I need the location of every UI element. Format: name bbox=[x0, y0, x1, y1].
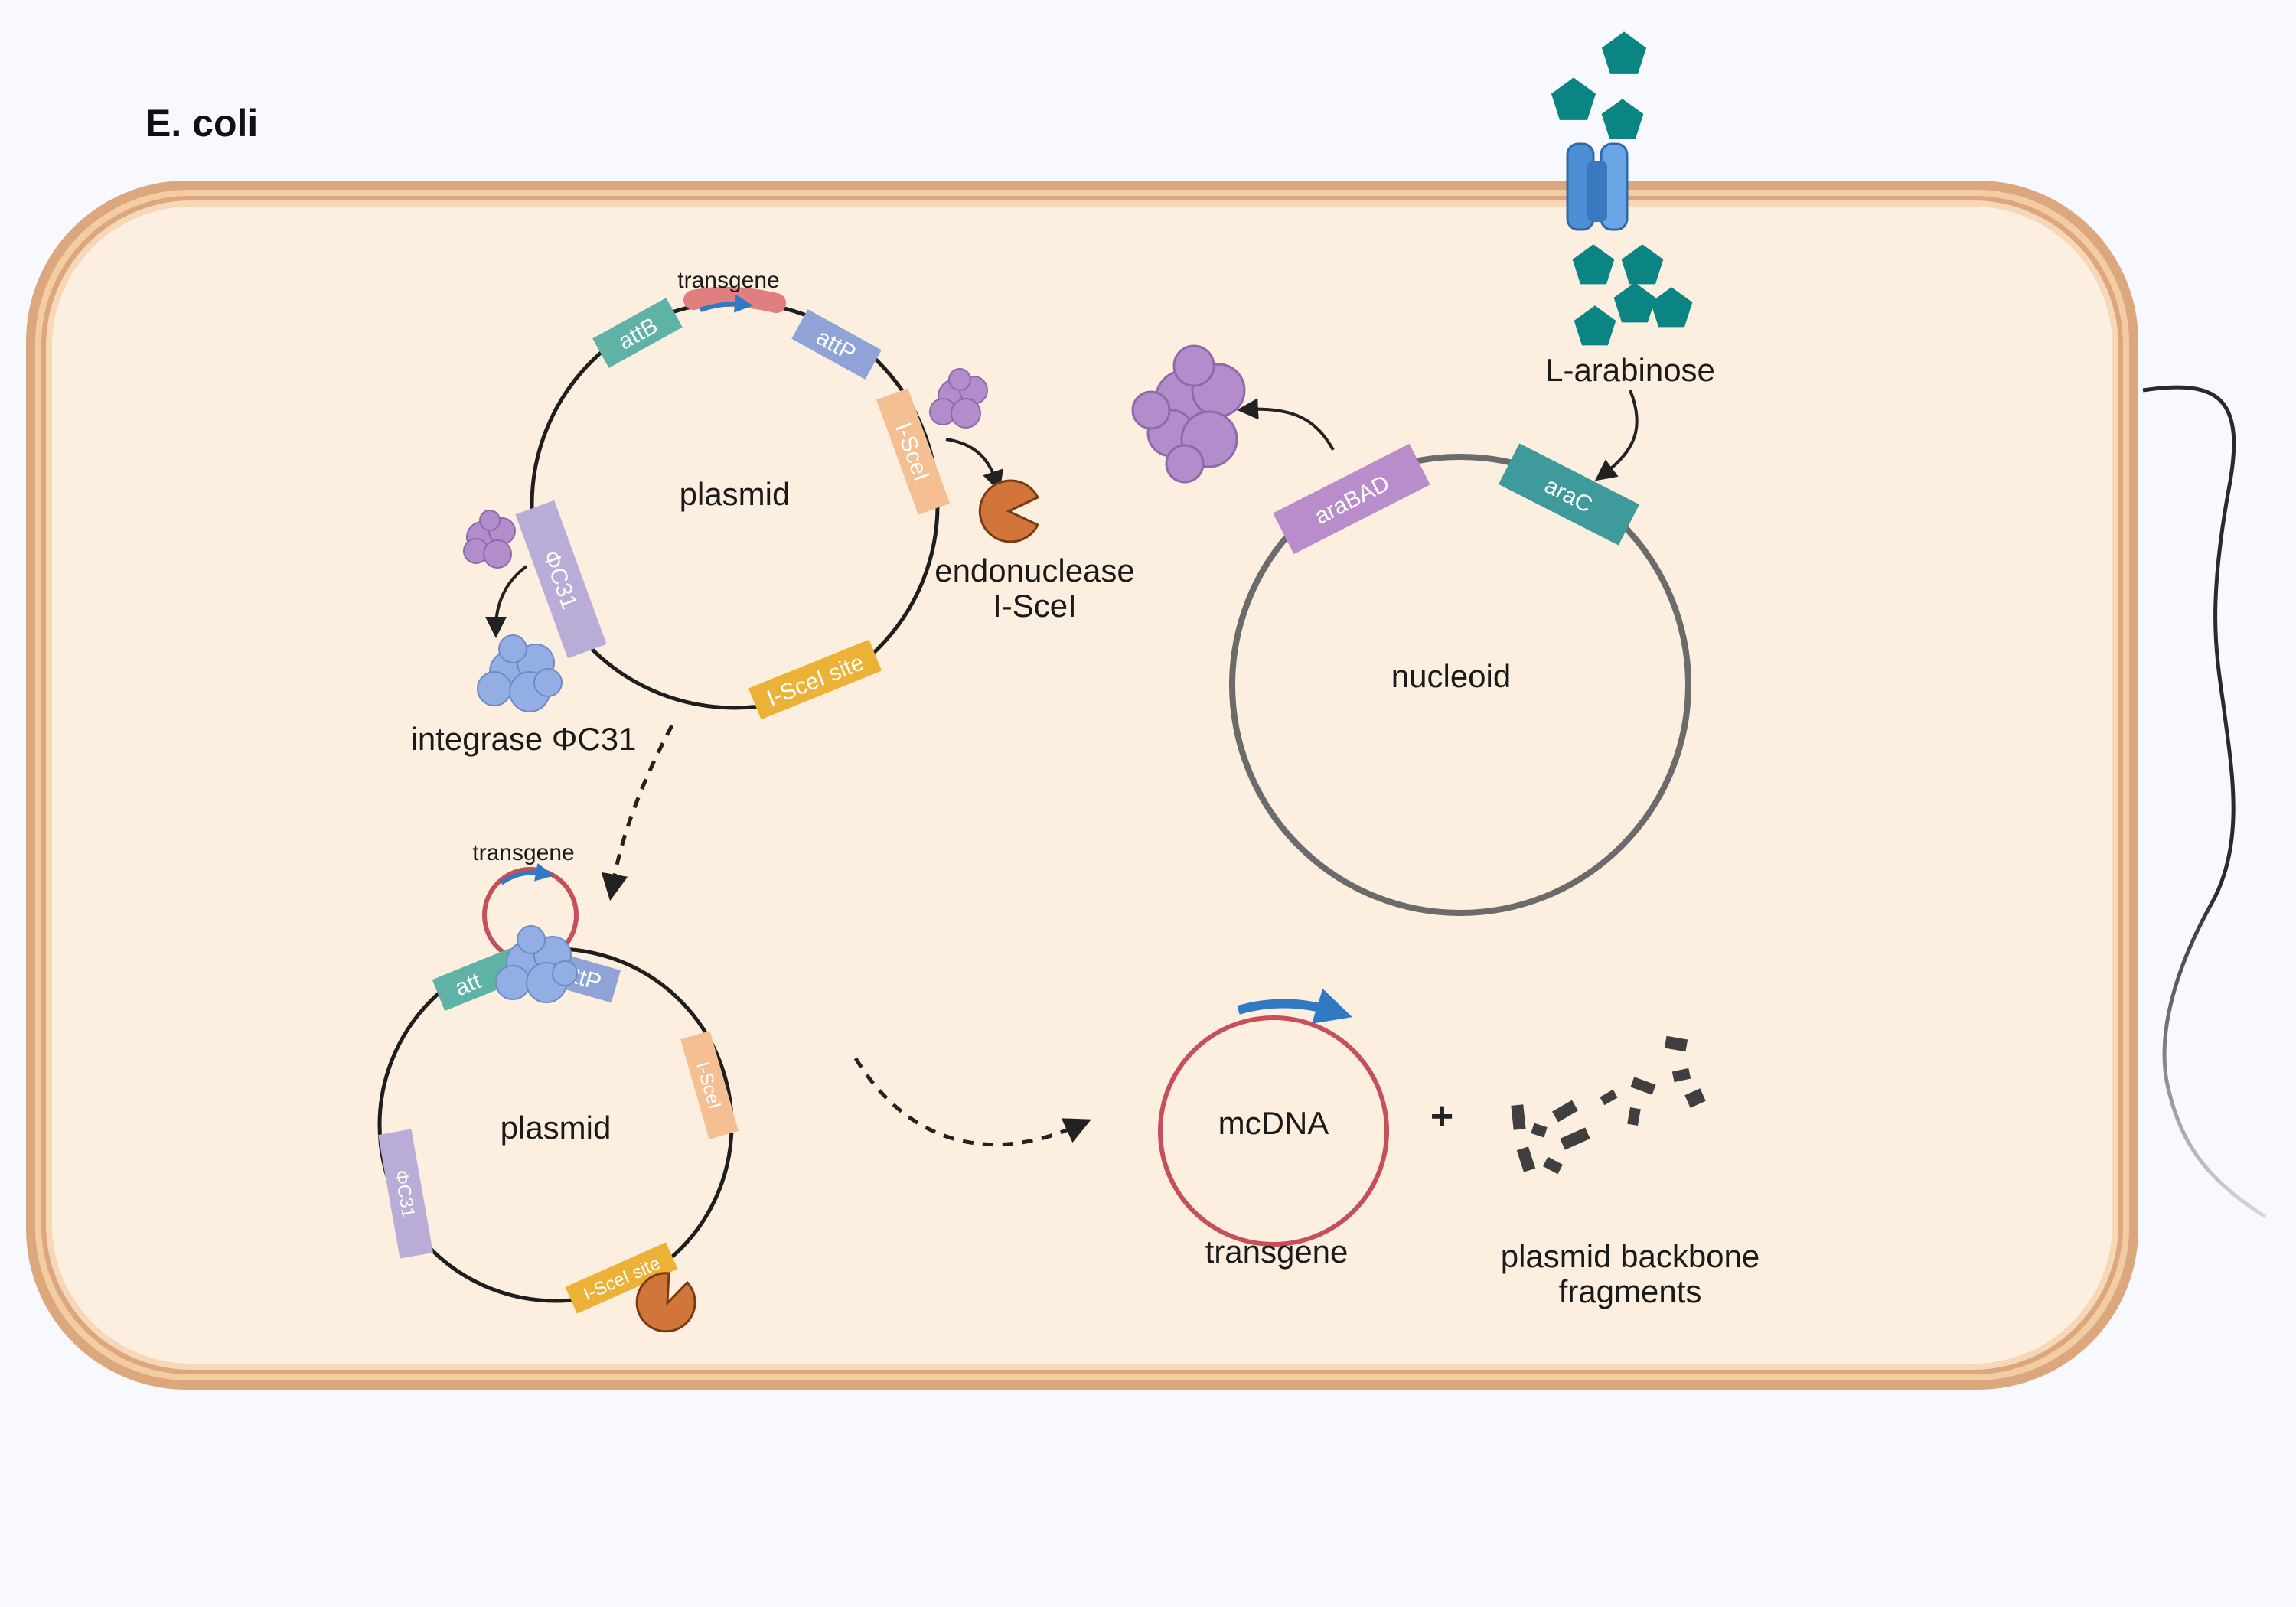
integrase-top-blob-6 bbox=[533, 668, 563, 697]
arabinose-to-arac-arrow bbox=[1594, 390, 1639, 481]
attB-bottom-box: att bbox=[432, 947, 523, 1012]
fragments-label-line2: fragments bbox=[1559, 1273, 1702, 1309]
arabinose-outside-3 bbox=[1601, 99, 1644, 139]
dashed-arrow-to-products bbox=[853, 1057, 1091, 1147]
arabinose-inside-2 bbox=[1621, 244, 1664, 285]
backbone-fragments bbox=[1511, 1035, 1706, 1175]
fragment-8 bbox=[1511, 1104, 1526, 1130]
arabad-protein-blob-7 bbox=[1165, 444, 1205, 484]
fragments-label-line1: plasmid backbone bbox=[1501, 1238, 1760, 1274]
arabinose-outside-1 bbox=[1601, 31, 1647, 74]
fragment-4 bbox=[1684, 1088, 1706, 1108]
phic31-bottom-rect bbox=[378, 1129, 433, 1259]
nucleoid-label: nucleoid bbox=[1391, 658, 1511, 694]
arabad-protein bbox=[1131, 344, 1246, 484]
fragment-5 bbox=[1600, 1089, 1618, 1106]
transgene-top-label: transgene bbox=[677, 268, 779, 293]
ecoli-cell bbox=[26, 181, 2138, 1390]
arabinose-inside-4 bbox=[1650, 287, 1693, 328]
arabad-box: araBAD bbox=[1273, 443, 1430, 555]
arabinose-outside-2 bbox=[1551, 77, 1596, 120]
fragment-10 bbox=[1560, 1127, 1590, 1150]
mcdna-transgene-arrow bbox=[1237, 988, 1352, 1024]
transgene-loop-arrow bbox=[500, 862, 554, 885]
iscei-top-rect bbox=[876, 388, 951, 515]
fragment-2 bbox=[1671, 1068, 1691, 1083]
arabinose-inside-5 bbox=[1574, 305, 1616, 346]
iscei-bottom-box: I-SceI bbox=[680, 1031, 739, 1139]
protein-iscei-expressed bbox=[929, 368, 988, 429]
fragment-7 bbox=[1552, 1100, 1578, 1123]
arabinose-label: L-arabinose bbox=[1545, 352, 1715, 388]
fragment-11 bbox=[1516, 1146, 1536, 1172]
cytoplasm bbox=[52, 207, 2112, 1364]
transgene-bottom-label: transgene bbox=[472, 840, 574, 865]
endonuclease-bottom-icon bbox=[635, 1272, 696, 1333]
endonuclease-top-icon bbox=[978, 479, 1040, 543]
mcdna-label: mcDNA bbox=[1218, 1105, 1329, 1141]
fragment-1 bbox=[1664, 1035, 1688, 1052]
attP-top-rect bbox=[791, 309, 882, 380]
integrase-label: integrase ΦC31 bbox=[410, 721, 636, 757]
attB-bottom-rect bbox=[432, 947, 523, 1012]
mcdna-circle bbox=[1158, 1015, 1389, 1247]
phic31-top-rect bbox=[515, 500, 607, 659]
protein-iscei-blob-4 bbox=[951, 398, 981, 429]
nucleoid-circle bbox=[1229, 454, 1691, 916]
arabad-protein-blob-5 bbox=[1172, 344, 1215, 387]
protein-phic31-expressed bbox=[463, 510, 516, 569]
plus-sign: + bbox=[1430, 1094, 1453, 1139]
arabinose-inside-1 bbox=[1572, 244, 1615, 285]
arabad-protein-blob-6 bbox=[1131, 390, 1171, 430]
fragment-3 bbox=[1630, 1077, 1656, 1095]
fragment-9 bbox=[1531, 1123, 1548, 1138]
integrase-top-icon bbox=[477, 634, 563, 712]
iscei-site-top-rect bbox=[748, 639, 882, 720]
protein-phic31-blob-5 bbox=[479, 510, 501, 531]
arabinose-molecules bbox=[1551, 31, 1693, 346]
iscei-to-endonuclease-arrow bbox=[945, 438, 1003, 493]
integrase-bottom-icon bbox=[495, 925, 578, 1003]
transporter-core bbox=[1587, 161, 1607, 222]
endonuclease-label-line2: I-SceI bbox=[993, 588, 1077, 624]
fragment-12 bbox=[1543, 1156, 1563, 1175]
arac-box: araC bbox=[1498, 443, 1640, 546]
attB-top-rect bbox=[592, 298, 683, 368]
phic31-to-integrase-arrow bbox=[485, 565, 528, 638]
fragment-6 bbox=[1627, 1107, 1641, 1126]
integrase-bottom-blob-5 bbox=[517, 925, 546, 954]
protein-phic31-blob-4 bbox=[483, 539, 512, 569]
plasmid-top-label: plasmid bbox=[680, 476, 791, 512]
iscei-site-bottom-rect bbox=[565, 1242, 678, 1314]
arabinose-inside-3 bbox=[1613, 282, 1656, 323]
integrase-bottom-blob-6 bbox=[552, 960, 578, 986]
arabad-to-protein-arrow bbox=[1237, 398, 1335, 451]
transgene-top-arrow bbox=[700, 294, 753, 313]
plasmid-bottom-label: plasmid bbox=[501, 1110, 612, 1146]
phic31-bottom-box: ΦC31 bbox=[378, 1129, 433, 1259]
integrase-top-blob-5 bbox=[498, 634, 527, 663]
protein-iscei-blob-5 bbox=[948, 368, 971, 391]
dashed-arrow-to-recombination bbox=[601, 724, 674, 901]
transgene-top bbox=[683, 286, 786, 313]
cell-title: E. coli bbox=[145, 102, 258, 145]
flagellum bbox=[2142, 385, 2267, 1219]
transgene-top-body bbox=[683, 286, 786, 313]
iscei-bottom-rect bbox=[680, 1031, 739, 1139]
arac-rect bbox=[1498, 443, 1640, 546]
integrase-bottom-blob-3 bbox=[495, 965, 530, 1000]
arabad-rect bbox=[1273, 443, 1430, 555]
endonuclease-label-line1: endonuclease bbox=[934, 553, 1135, 588]
membrane-transporter bbox=[1566, 142, 1629, 231]
integrase-top-blob-3 bbox=[477, 671, 512, 706]
mcdna-transgene-label: transgene bbox=[1205, 1234, 1349, 1270]
